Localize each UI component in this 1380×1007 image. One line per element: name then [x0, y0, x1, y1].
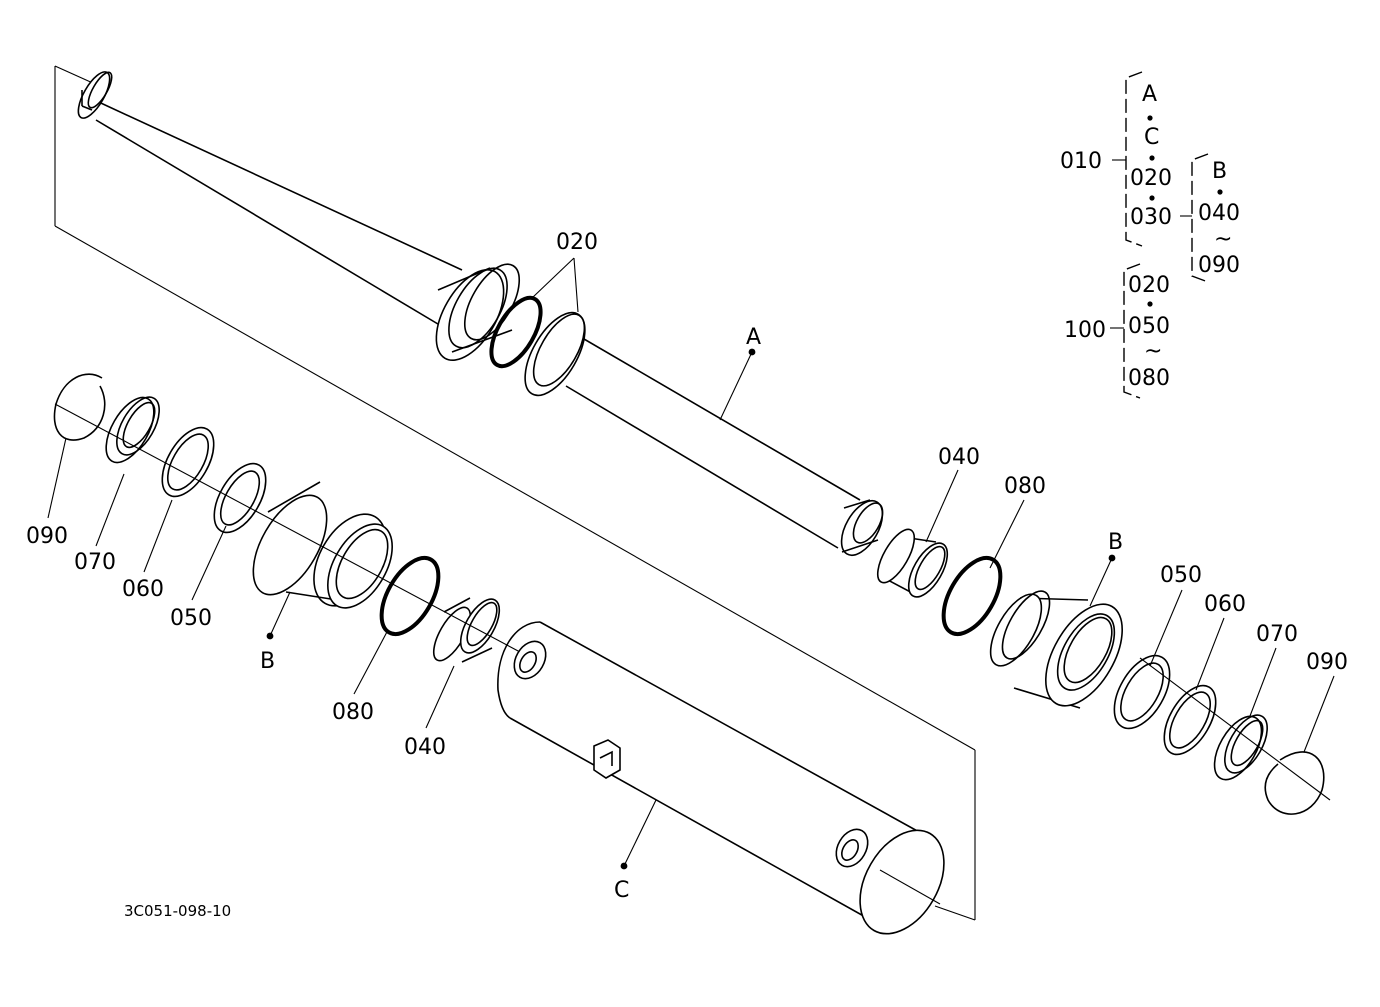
- legend-g3-080: 080: [1128, 366, 1170, 391]
- leader-lines: [47, 257, 1335, 870]
- legend-g1-c: C: [1144, 125, 1159, 150]
- cylinder-head-left: [252, 481, 393, 609]
- label-packing-right: 050: [1160, 563, 1202, 588]
- label-oring-left: 080: [332, 700, 374, 725]
- packing-right: [1113, 654, 1171, 730]
- legend-g2-tilde: ~: [1214, 227, 1232, 252]
- label-tube-c: C: [614, 878, 629, 903]
- label-bush-right: 040: [938, 445, 980, 470]
- label-ring-left: 060: [122, 577, 164, 602]
- center-axis-right: [1139, 657, 1331, 801]
- legend-g2-b: B: [1212, 159, 1227, 184]
- legend-100: 100: [1064, 318, 1106, 343]
- legend-g3-050: 050: [1128, 314, 1170, 339]
- label-rod-oring: 020: [556, 230, 598, 255]
- callout-labels: 020 A 040 080 B 050 060 070 090 090 070 …: [26, 230, 1348, 920]
- wiper-right: [1213, 714, 1268, 781]
- rod-o-rings: [489, 295, 586, 397]
- assembly-legend: 010 100 A C 020 030 B 040 ~ 090 020 050 …: [1060, 71, 1240, 399]
- bushing-left: [432, 597, 501, 663]
- o-ring-right: [941, 556, 1003, 636]
- label-head-b-left: B: [260, 649, 275, 674]
- o-ring-left: [379, 556, 441, 636]
- drawing-number: 3C051-098-10: [124, 902, 231, 920]
- cylinder-tube: [497, 621, 945, 935]
- legend-010: 010: [1060, 149, 1102, 174]
- piston-rod: [77, 71, 884, 556]
- bushing-right: [876, 528, 949, 598]
- frame-lines: [54, 65, 976, 921]
- wiper-left: [105, 396, 160, 464]
- snap-ring-left: [53, 373, 106, 441]
- label-head-b-right: B: [1108, 530, 1123, 555]
- legend-g1-020: 020: [1130, 166, 1172, 191]
- legend-g1-a: A: [1142, 82, 1157, 107]
- label-ring-right: 060: [1204, 592, 1246, 617]
- label-snap-right: 090: [1306, 650, 1348, 675]
- packing-left: [213, 462, 267, 534]
- label-bush-left: 040: [404, 735, 446, 760]
- label-wiper-left: 070: [74, 550, 116, 575]
- label-wiper-right: 070: [1256, 622, 1298, 647]
- legend-g3-tilde: ~: [1144, 339, 1162, 364]
- legend-g2-040: 040: [1198, 201, 1240, 226]
- label-packing-left: 050: [170, 606, 212, 631]
- label-rod-a: A: [746, 325, 761, 350]
- label-snap-left: 090: [26, 524, 68, 549]
- legend-g2-090: 090: [1198, 253, 1240, 278]
- legend-g3-020: 020: [1128, 273, 1170, 298]
- legend-g1-030: 030: [1130, 205, 1172, 230]
- snap-ring-right: [1264, 751, 1325, 815]
- cylinder-head-right: [989, 590, 1123, 709]
- center-axis-left: [54, 403, 521, 653]
- label-oring-right: 080: [1004, 474, 1046, 499]
- ring-left: [161, 426, 215, 498]
- ring-right: [1163, 684, 1217, 756]
